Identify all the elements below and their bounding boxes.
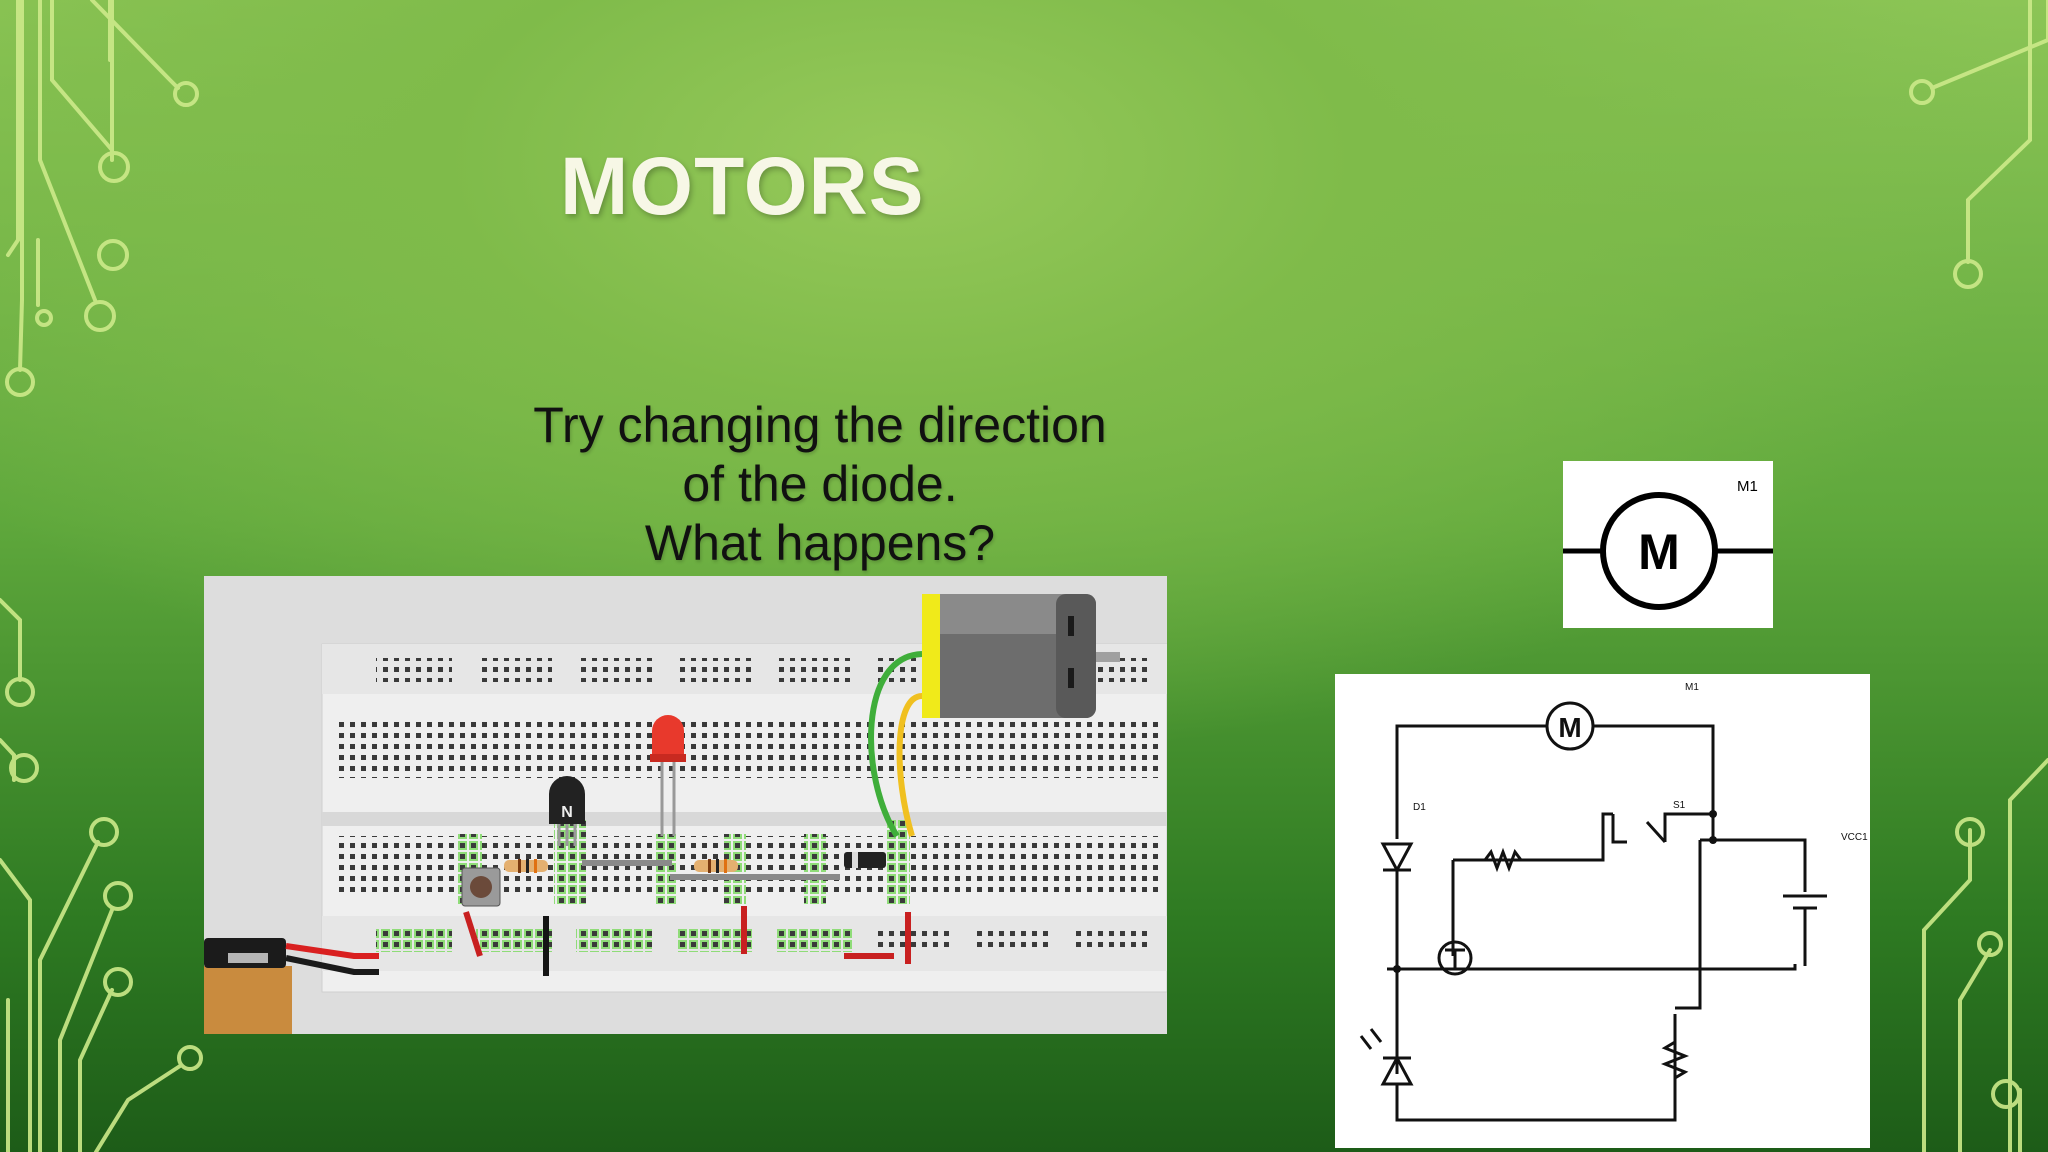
- schematic-motor-letter: M: [1558, 712, 1581, 743]
- schematic-battery-label: VCC1: [1841, 832, 1868, 843]
- slide-title: MOTORS: [560, 141, 925, 232]
- instructions-text: Try changing the direction of the diode.…: [450, 396, 1190, 573]
- instructions-line: What happens?: [644, 515, 996, 571]
- motor-letter: M: [1638, 524, 1680, 580]
- schematic-diode-label: D1: [1413, 802, 1426, 813]
- motor-symbol: M M1: [1563, 461, 1773, 628]
- transistor-label: N: [561, 804, 573, 821]
- motor-label: M1: [1737, 478, 1758, 495]
- schematic-motor-label: M1: [1685, 682, 1699, 693]
- breadboard-photo: N: [204, 576, 1168, 1034]
- instructions-line: of the diode.: [682, 456, 958, 512]
- schematic-switch-label: S1: [1673, 800, 1686, 811]
- instructions-line: Try changing the direction: [533, 397, 1107, 453]
- circuit-schematic: M M1 D1 S1 VCC1: [1335, 674, 1870, 1148]
